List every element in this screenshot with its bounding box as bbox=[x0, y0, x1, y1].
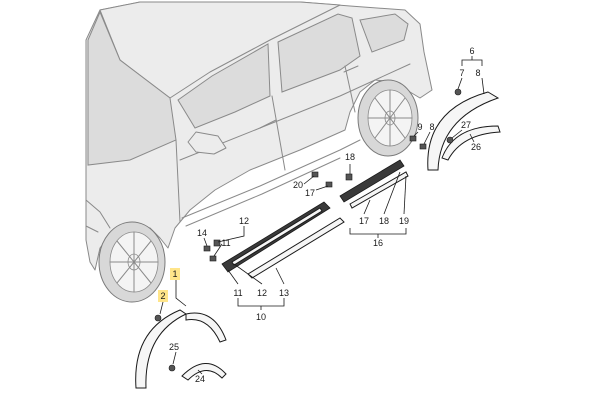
car-windshield bbox=[87, 10, 177, 166]
car-sill-line bbox=[181, 139, 361, 219]
label-6: 6 bbox=[469, 46, 474, 56]
label-26: 26 bbox=[471, 142, 481, 152]
label-14: 14 bbox=[197, 228, 207, 238]
door-moulding-17 bbox=[339, 159, 405, 203]
label-20: 20 bbox=[293, 180, 303, 190]
leader-lines bbox=[159, 56, 485, 375]
rear-wheel-arch-trim bbox=[427, 91, 500, 171]
label-17-clip: 17 bbox=[305, 188, 315, 198]
clip-25 bbox=[168, 364, 176, 372]
label-10: 10 bbox=[256, 312, 266, 322]
front-wheel-arch-trim-edge bbox=[185, 312, 227, 343]
label-17: 17 bbox=[359, 216, 369, 226]
label-12: 12 bbox=[257, 288, 267, 298]
car-front-light bbox=[85, 225, 99, 233]
label-1: 1 bbox=[172, 269, 177, 279]
clip-2 bbox=[154, 314, 162, 322]
clip-18 bbox=[345, 173, 353, 181]
label-16: 16 bbox=[373, 238, 383, 248]
label-12-front: 12 bbox=[239, 216, 249, 226]
rear-arch-liner-26 bbox=[441, 125, 501, 161]
clip-11a bbox=[209, 255, 217, 262]
label-13: 13 bbox=[279, 288, 289, 298]
door-handle-rear bbox=[343, 65, 359, 73]
front-arch-liner bbox=[181, 363, 227, 381]
label-2: 2 bbox=[160, 291, 165, 301]
label-11: 11 bbox=[233, 288, 242, 298]
highlight-1 bbox=[170, 268, 180, 280]
car-front-window bbox=[177, 43, 271, 129]
label-25: 25 bbox=[169, 342, 179, 352]
highlight-2 bbox=[158, 290, 168, 302]
door-handle-front bbox=[259, 119, 277, 129]
sill-moulding-12 bbox=[231, 207, 323, 266]
label-7: 7 bbox=[459, 68, 464, 78]
front-wheel-arch-trim bbox=[135, 309, 188, 389]
car-sill-line-lower bbox=[185, 157, 341, 227]
label-8-clip: 8 bbox=[429, 122, 434, 132]
clip-8b bbox=[419, 143, 427, 150]
rear-wheel bbox=[357, 79, 419, 157]
car-quarter-window bbox=[359, 13, 409, 53]
clip-7 bbox=[454, 88, 462, 96]
car-mirror bbox=[187, 131, 227, 155]
sill-moulding-13 bbox=[247, 217, 345, 279]
car-illustration bbox=[85, 1, 433, 303]
car-front-bumper bbox=[85, 199, 111, 229]
label-24: 24 bbox=[195, 374, 205, 384]
label-27: 27 bbox=[461, 120, 471, 130]
label-19: 19 bbox=[399, 216, 409, 226]
door-moulding-19 bbox=[349, 171, 409, 209]
label-18-group: 18 bbox=[379, 216, 389, 226]
door-line-front bbox=[175, 139, 181, 223]
clip-20 bbox=[311, 171, 319, 178]
clip-9 bbox=[409, 135, 417, 142]
label-11-front: 11 bbox=[221, 238, 230, 248]
label-8: 8 bbox=[475, 68, 480, 78]
clip-12a bbox=[213, 239, 221, 247]
clip-14 bbox=[203, 245, 211, 252]
car-rear-window bbox=[277, 13, 361, 93]
door-line-rear bbox=[344, 65, 356, 113]
label-9: 9 bbox=[417, 122, 422, 132]
door-line-mid bbox=[271, 95, 286, 171]
clip-17a bbox=[325, 181, 333, 188]
label-18: 18 bbox=[345, 152, 355, 162]
clip-27 bbox=[446, 136, 454, 144]
front-wheel bbox=[98, 221, 166, 303]
